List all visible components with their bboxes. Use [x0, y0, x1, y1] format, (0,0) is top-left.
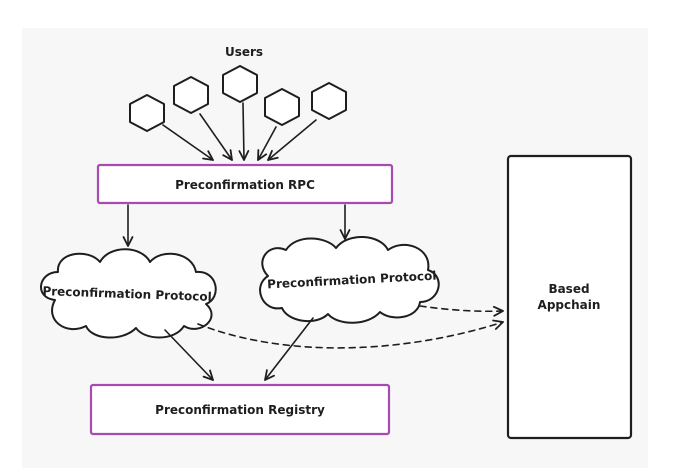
appchain-label-line2: Appchain	[538, 298, 601, 312]
user-to-rpc-arrow	[162, 124, 214, 161]
user-to-rpc-arrow	[257, 126, 277, 161]
users-label: Users	[225, 45, 263, 59]
user-to-rpc-arrow	[238, 102, 250, 161]
protocol-cloud-1	[40, 248, 217, 339]
appchain-label-line1: Based	[548, 282, 589, 296]
user-to-rpc-arrow	[267, 119, 317, 161]
user-hexagon-icon	[129, 94, 165, 132]
user-hexagon-icon	[222, 65, 258, 103]
user-hexagon-icon	[311, 82, 347, 120]
protocol-to-appchain-arrow	[419, 305, 504, 317]
registry-box	[89, 383, 391, 436]
user-hexagon-icon	[173, 76, 209, 114]
rpc-label: Preconfirmation RPC	[175, 178, 315, 192]
protocol-to-registry-arrow	[264, 317, 314, 381]
rpc-box	[96, 163, 394, 205]
protocol-label-1: Preconfirmation Protocol	[42, 284, 212, 304]
protocol-cloud-2	[259, 235, 440, 324]
protocol-to-appchain-arrow	[197, 319, 504, 349]
registry-label: Preconfirmation Registry	[155, 403, 325, 417]
user-to-rpc-arrow	[199, 113, 233, 161]
protocol-to-registry-arrow	[164, 329, 214, 381]
user-hexagon-icon	[264, 88, 300, 126]
appchain-box	[506, 154, 633, 440]
